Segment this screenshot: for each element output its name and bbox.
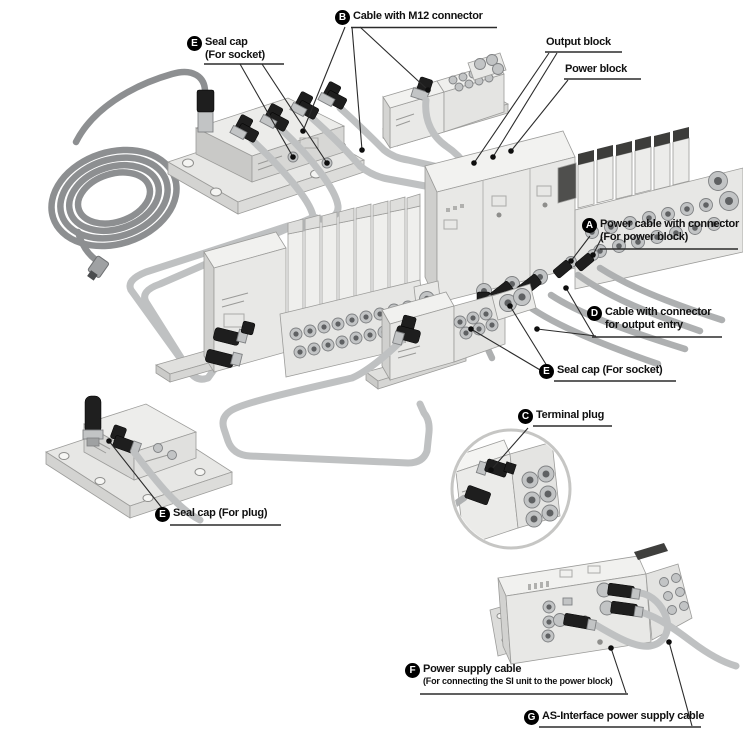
callout-text: Output block	[546, 36, 611, 48]
cable-end-plug-icon	[87, 255, 110, 281]
callout-seal-cap-socket-top: E Seal cap (For socket)	[187, 36, 265, 63]
valve-row-icon	[287, 193, 421, 321]
callout-letter-badge: B	[335, 10, 350, 25]
callout-text-line2: for output entry	[605, 319, 683, 332]
callout-text: Power block	[565, 63, 628, 75]
callout-text: Power supply cable	[423, 663, 522, 675]
callout-letter-badge: C	[518, 409, 533, 424]
callout-letter-badge: D	[587, 306, 602, 321]
m12-angle-connector-icon	[205, 320, 256, 368]
callout-power-block: Power block	[565, 63, 627, 76]
callout-output-block: Output block	[546, 36, 611, 49]
callout-power-cable: A Power cable with connector (For power …	[582, 218, 739, 245]
routing-cable-plug-box	[130, 448, 204, 524]
callout-terminal-plug: C Terminal plug	[518, 409, 604, 424]
callout-letter-badge: F	[405, 663, 420, 678]
callout-seal-cap-plug: E Seal cap (For plug)	[155, 507, 268, 522]
callout-text: Terminal plug	[536, 409, 605, 421]
callout-text-line2: (For connecting the SI unit to the power…	[423, 676, 613, 687]
main-manifold-si-unit	[424, 127, 743, 368]
routing-cable-loop	[219, 336, 433, 467]
callout-text: Cable with M12 connector	[353, 10, 483, 22]
callout-text: AS-Interface power supply cable	[542, 710, 705, 722]
coiled-cable-illustration	[48, 68, 209, 281]
callout-seal-cap-socket-mid: E Seal cap (For socket)	[539, 364, 663, 379]
callout-cable-output-entry: D Cable with connector for output entry	[587, 306, 712, 333]
terminal-plug-inset	[450, 428, 572, 550]
valve-row-icon	[577, 127, 690, 209]
seal-cap-plug-icon	[82, 395, 104, 447]
callout-letter-badge: A	[582, 218, 597, 233]
callout-as-interface-cable: G AS-Interface power supply cable	[524, 710, 704, 725]
compact-manifold-top	[381, 52, 510, 150]
label-underlines	[170, 26, 738, 728]
callout-text: Cable with connector	[605, 306, 712, 318]
si-unit-bottom-right	[489, 543, 740, 670]
callout-text: Power cable with connector	[600, 218, 739, 230]
callout-text-line2: (For socket)	[205, 49, 265, 62]
callout-cable-m12: B Cable with M12 connector	[335, 10, 483, 25]
compact-si-unit-middle	[365, 283, 537, 390]
callout-letter-badge: E	[155, 507, 170, 522]
leader-lines	[106, 26, 693, 727]
callout-letter-badge: G	[524, 710, 539, 725]
callout-text: Seal cap	[205, 36, 248, 48]
callout-letter-badge: E	[539, 364, 554, 379]
callout-text-line2: (For power block)	[600, 231, 689, 244]
callout-text: Seal cap (For socket)	[557, 364, 663, 376]
callout-power-supply-cable: F Power supply cable (For connecting the…	[405, 663, 613, 687]
callout-text: Seal cap (For plug)	[173, 507, 268, 519]
m12-angle-connector-icon	[392, 314, 421, 346]
callout-letter-badge: E	[187, 36, 202, 51]
